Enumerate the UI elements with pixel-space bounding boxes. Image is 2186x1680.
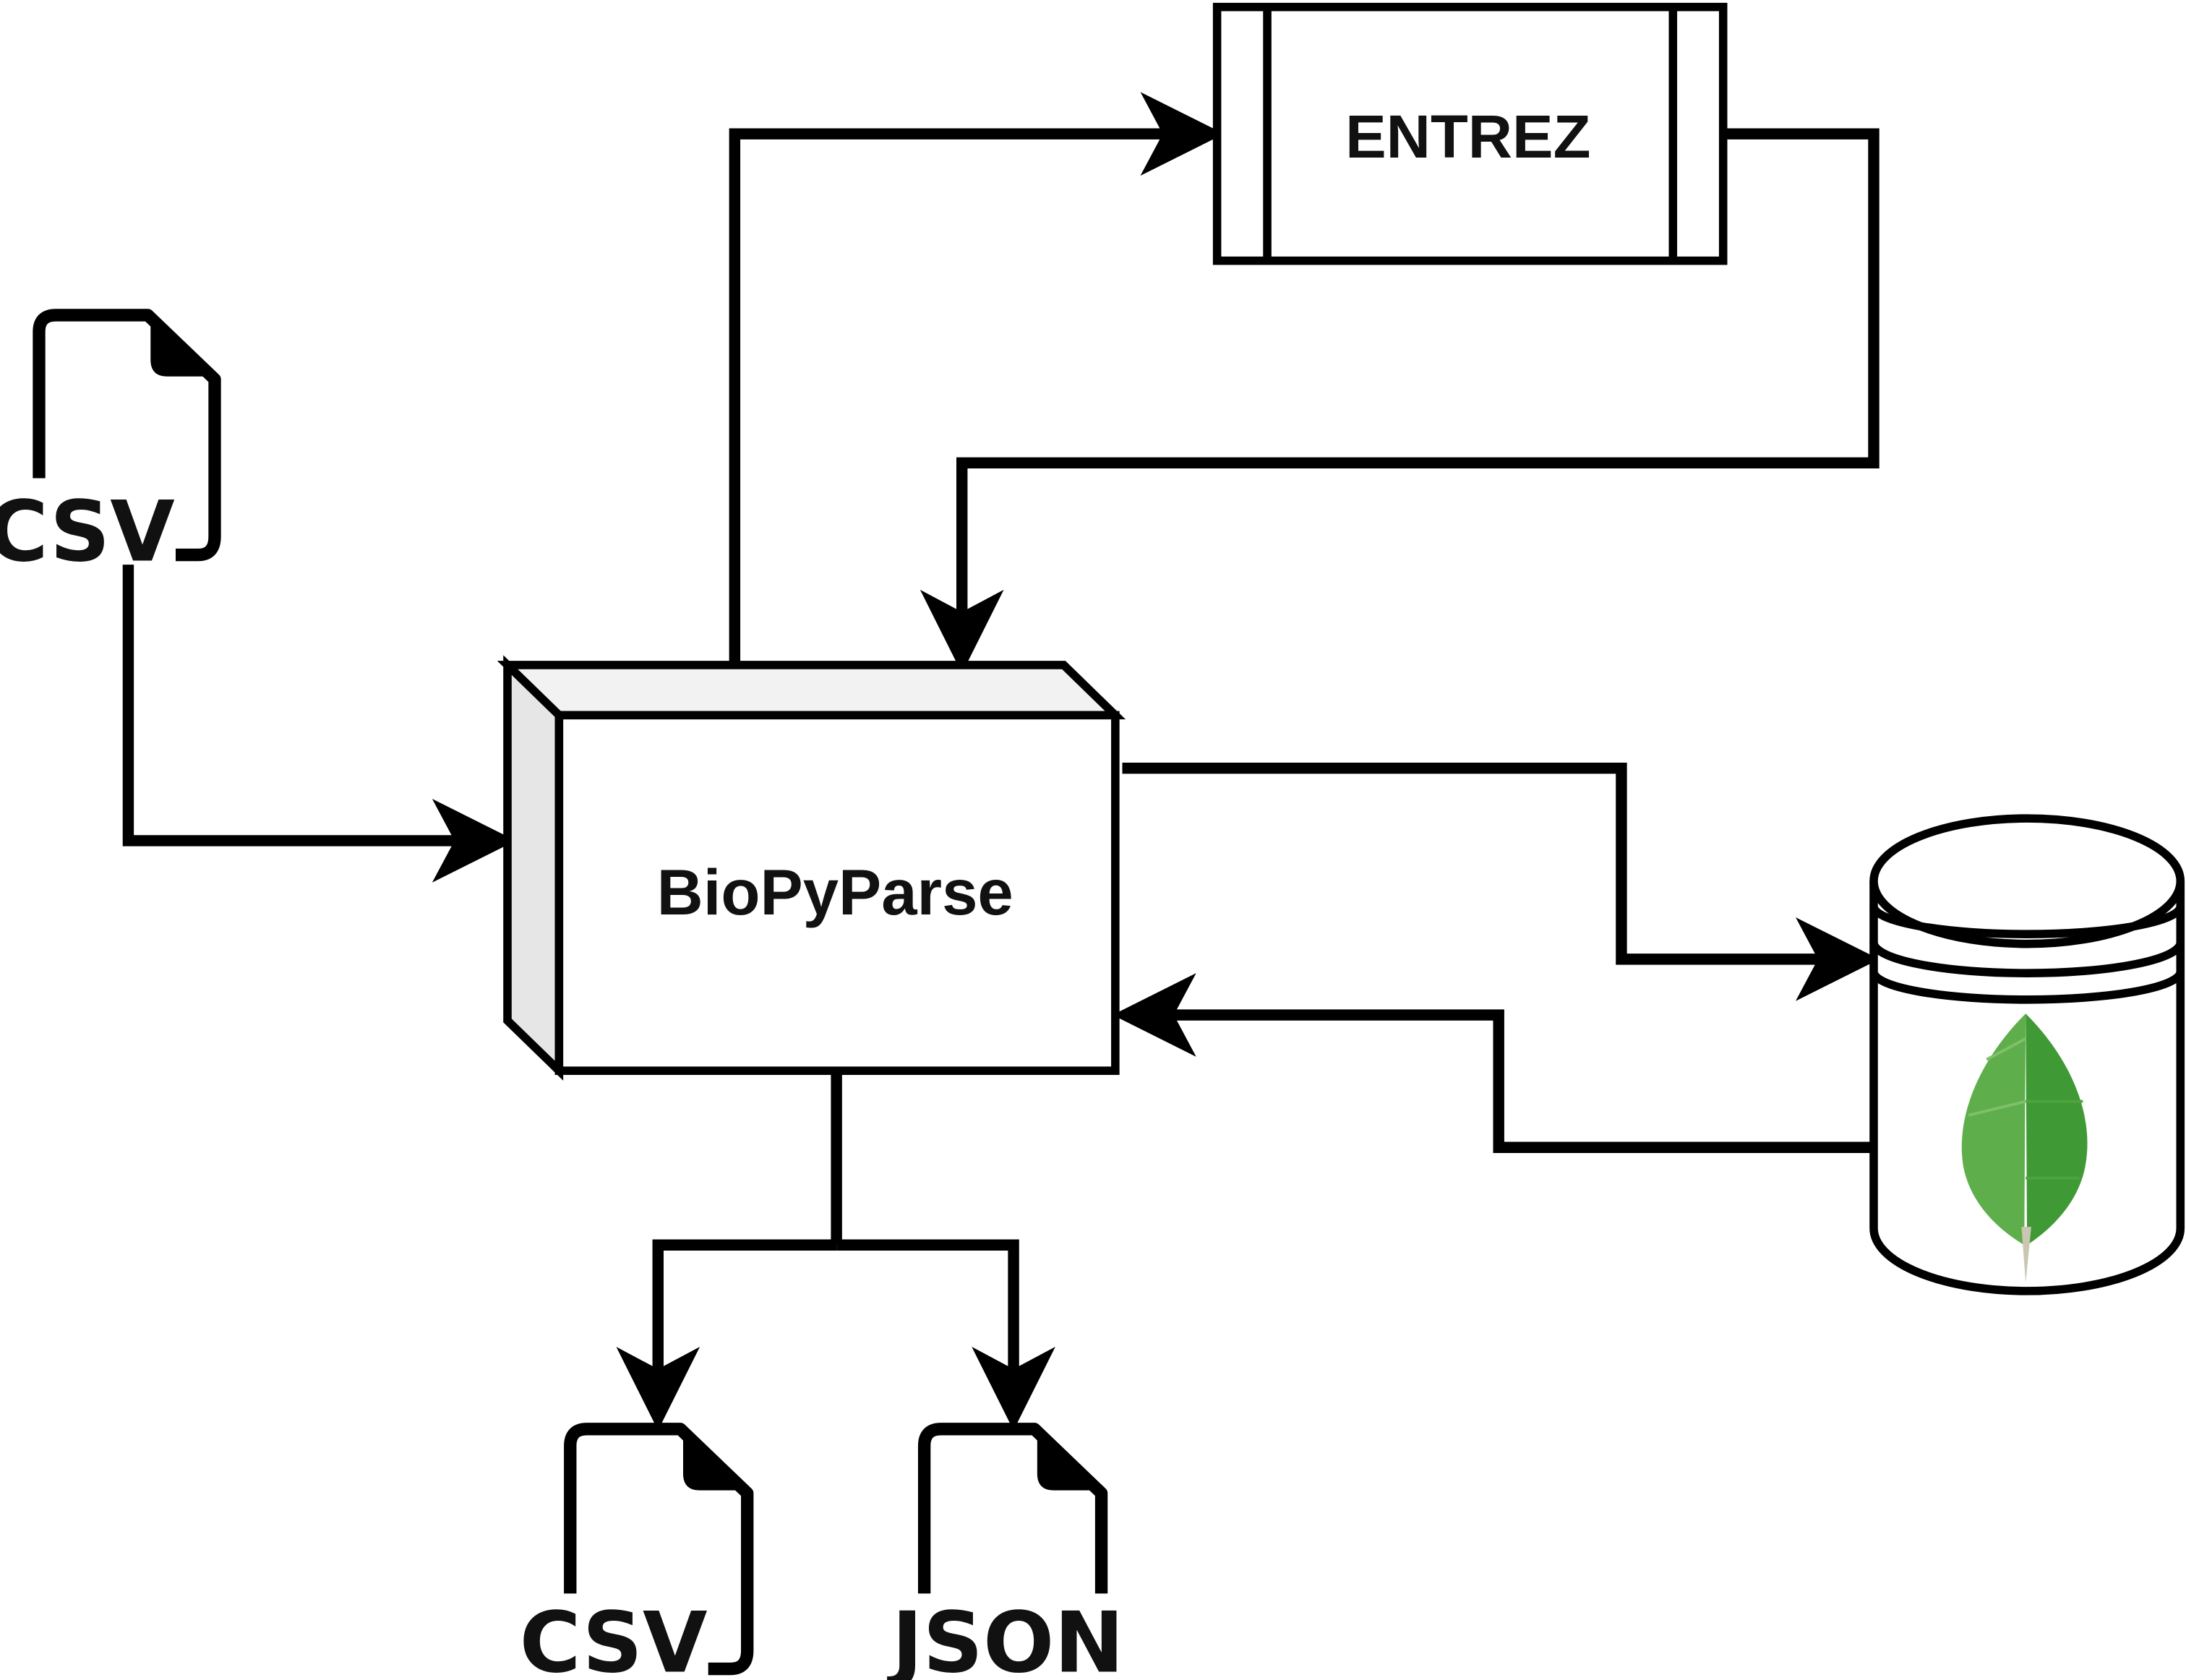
entrez-node: ENTREZ [1212, 2, 1728, 265]
leaf-stem [2021, 1227, 2031, 1283]
edge-to-output-csv [616, 1239, 837, 1431]
output-csv-file: CSV [520, 1423, 754, 1680]
file-icon [917, 1423, 1108, 1594]
database-ring-3 [1869, 971, 2185, 1004]
database-ring-1 [1869, 905, 2185, 938]
input-csv-label: CSV [0, 484, 175, 580]
entrez-label: ENTREZ [1345, 102, 1590, 171]
biopyparse-node: BioPyParse [497, 655, 1126, 1081]
biopyparse-top-face [497, 661, 1126, 720]
edge-to-output-json [836, 1239, 1055, 1431]
leaf-vein-1 [1986, 1037, 2027, 1061]
edge-database-to-biopyparse [1113, 973, 1882, 1153]
database-ring-2 [1869, 942, 2185, 977]
edge-biopyparse-to-entrez [729, 92, 1225, 664]
leaf-vein-2 [1968, 1100, 2026, 1117]
edge-entrez-to-biopyparse [920, 128, 1879, 674]
leaf-logo [1961, 1013, 2088, 1283]
input-csv-file: CSV [0, 309, 221, 580]
output-json-file: JSON [887, 1423, 1125, 1680]
biopyparse-side-face [503, 655, 564, 1081]
output-json-label: JSON [887, 1595, 1125, 1680]
biopyparse-front-face [554, 711, 1120, 1075]
leaf-left-half [1961, 1013, 2026, 1246]
file-fold [683, 1428, 747, 1491]
output-csv-label: CSV [520, 1595, 708, 1680]
database-top [1869, 814, 2185, 948]
leaf-right-half [2026, 1013, 2088, 1246]
entrez-box [1212, 2, 1728, 265]
edges [122, 92, 1882, 1431]
edge-csv-to-biopyparse [122, 565, 516, 883]
database-node [1869, 814, 2185, 1295]
edge-biopyparse-to-database [1122, 762, 1879, 1001]
biopyparse-label: BioPyParse [657, 857, 1013, 928]
